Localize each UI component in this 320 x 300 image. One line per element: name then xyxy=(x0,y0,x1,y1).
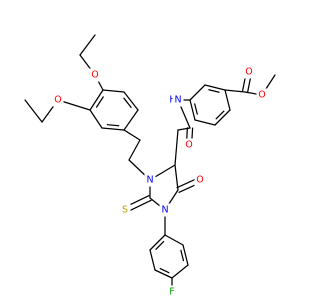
bond-ring-fluorophenyl-edge-4 xyxy=(182,244,189,266)
bond-ring-benzoate-edge-5 xyxy=(189,99,196,121)
bond-ring-diethoxyphenyl-edge-2 xyxy=(101,127,125,131)
atom-label-N_ring_bottom: N xyxy=(161,205,168,216)
bond-ring-diethoxyphenyl-edge-0 xyxy=(89,89,104,111)
bond-ring-fluorophenyl-edge-3 xyxy=(171,264,189,279)
bond-ring-benzoate-inner-5 xyxy=(194,103,198,115)
atom-label-bg-O_ester_carbonyl xyxy=(243,65,255,79)
atom-label-O_ester_carbonyl: O xyxy=(245,67,252,78)
bond-ethyl1-cc xyxy=(79,34,96,56)
bond-ring-diethoxyphenyl-edge-3 xyxy=(123,109,139,131)
bond-ring-benzoate-edge-4 xyxy=(194,119,216,126)
bond-hyd-c5-c4 xyxy=(174,164,179,191)
bond-side-ch2 xyxy=(174,129,179,166)
bond-ring-benzoate-edge-3 xyxy=(214,109,231,126)
atom-label-bg-S_thione xyxy=(119,203,131,217)
atom-label-N_ring_top: N xyxy=(146,175,153,186)
atom-label-bg-O_ether_left xyxy=(52,93,64,107)
bond-ring-diethoxyphenyl-edge-5 xyxy=(102,89,125,93)
atom-label-O_ether_top: O xyxy=(91,70,98,81)
atom-label-N_amide: N xyxy=(174,95,181,106)
bond-ring-fluorophenyl-edge-5 xyxy=(164,234,184,246)
bond-ethyl2-cc xyxy=(24,99,43,123)
atom-label-bg-F_fluoro xyxy=(166,285,178,299)
bond-ring-fluorophenyl-inner-0 xyxy=(155,240,165,250)
bond-linker-2 xyxy=(128,139,141,161)
atom-label-bg-N_ring_top xyxy=(144,173,156,187)
atom-label-S_thione: S xyxy=(122,205,128,216)
bond-ring-fluorophenyl-inner-2 xyxy=(159,267,170,274)
bond-ring-benzoate-edge-1 xyxy=(204,84,226,91)
bond-layer xyxy=(24,34,276,293)
bond-ring-diethoxyphenyl-inner-2 xyxy=(106,124,120,127)
bond-ring-benzoate-edge-0 xyxy=(189,84,206,101)
atom-label-F_fluoro: F xyxy=(169,287,174,298)
atom-label-bg-O_ether_top xyxy=(89,68,101,82)
bond-ring-diethoxyphenyl-inner-4 xyxy=(123,97,132,109)
atom-label-O_ring: O xyxy=(196,175,203,186)
atom-label-layer: OOOOHNONOSNF xyxy=(52,65,268,299)
bond-ring-diethoxyphenyl-edge-1 xyxy=(89,109,103,129)
atom-label-bg-O_amide xyxy=(183,138,195,152)
molecule-structure-diagram: OOOOHNONOSNF xyxy=(24,34,276,299)
atom-label-O_amide: O xyxy=(185,140,192,151)
bond-linker-1 xyxy=(123,129,141,141)
atom-label-O_ester_single: O xyxy=(258,90,265,101)
bond-ring-fluorophenyl-edge-1 xyxy=(149,249,156,271)
bond-ring-diethoxyphenyl-edge-4 xyxy=(123,91,139,111)
atom-label-bg-O_ring xyxy=(194,173,206,187)
bond-ring-fluorophenyl-inner-4 xyxy=(180,249,185,262)
bond-ring-diethoxyphenyl-inner-0 xyxy=(95,96,104,108)
bond-ring-fluorophenyl-edge-2 xyxy=(154,269,173,279)
atom-label-bg-O_ester_single xyxy=(256,88,268,102)
atom-label-bg-N_amide xyxy=(172,93,184,107)
bond-ring-benzoate-inner-1 xyxy=(208,89,220,93)
atom-label-O_ether_left: O xyxy=(54,95,61,106)
atom-label-bg-N_ring_bottom xyxy=(159,203,171,217)
bond-ester-ring-c xyxy=(224,89,246,93)
bond-ring-benzoate-inner-3 xyxy=(215,110,225,120)
bond-side-to-carbonyl xyxy=(177,127,191,131)
bond-ring-fluorophenyl-edge-0 xyxy=(149,234,166,251)
bond-ring-benzoate-edge-2 xyxy=(224,89,231,111)
